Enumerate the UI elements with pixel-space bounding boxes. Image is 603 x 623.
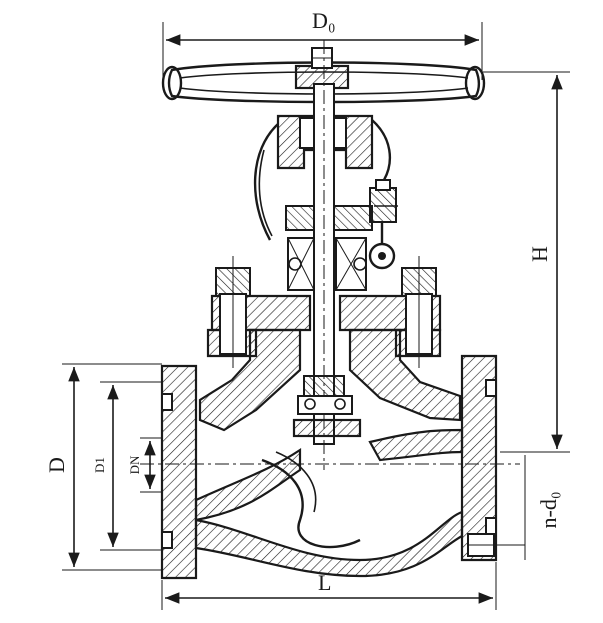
dimension-dn: DN [127,437,162,493]
handwheel [161,47,486,104]
valve-stem [292,40,362,470]
dimension-l: L [161,562,497,610]
dimension-d1: D1 [92,381,162,551]
flange-bolt: n-d₀ [467,455,561,560]
label-d: D [44,457,69,473]
dimension-d: D [44,363,162,571]
label-d1: D1 [92,457,107,473]
valve-body [140,328,520,580]
label-d0: D₀ [312,8,336,33]
label-l: L [318,570,331,595]
label-dn: DN [127,455,142,474]
gland-bolt [368,179,398,270]
dimension-h: H [482,71,570,453]
label-h: H [527,246,552,262]
dimension-d0: D₀ [162,8,483,80]
bonnet-flange [206,256,442,368]
label-n-d0: n-d₀ [536,492,561,529]
